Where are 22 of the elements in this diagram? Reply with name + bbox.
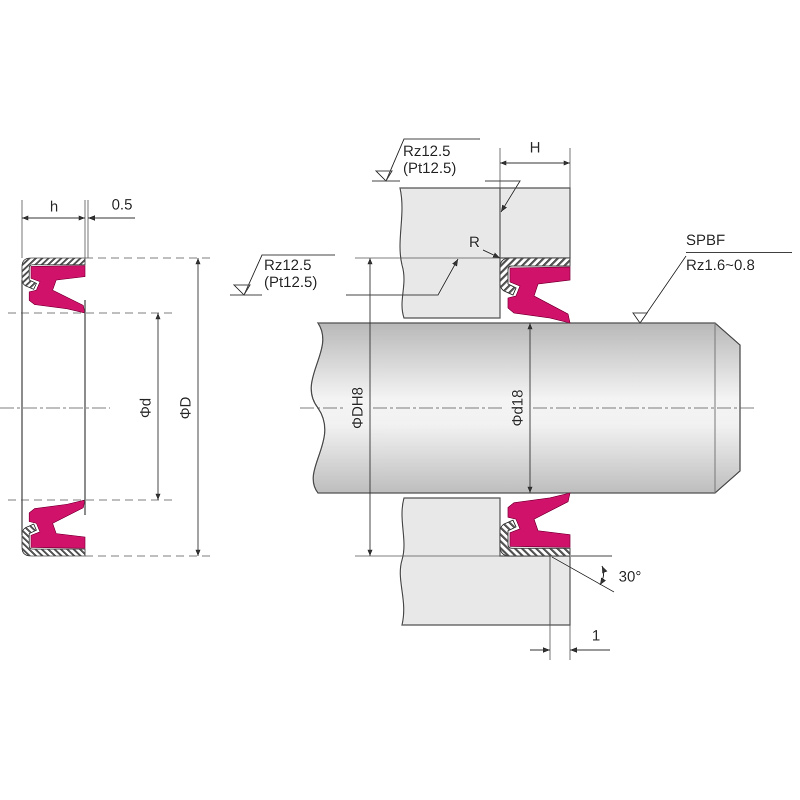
- dimension-label: Φd18: [510, 390, 526, 426]
- leader-line: [346, 258, 458, 296]
- annotation-text: Rz12.5: [264, 257, 313, 274]
- dimension-label: Φd: [138, 398, 154, 418]
- leader-line: [484, 180, 521, 212]
- dimension-label: 1: [592, 628, 600, 644]
- dimension-label: H: [530, 140, 540, 156]
- housing-face-line: [499, 188, 501, 258]
- leader-line: [482, 250, 500, 258]
- annotation-text: Rz1.6~0.8: [686, 257, 756, 274]
- annotation-text: Rz12.5: [403, 143, 452, 160]
- dimension-label: 30°: [618, 568, 642, 586]
- leader-line: [632, 256, 686, 324]
- shaft-drawing: [310, 322, 741, 494]
- dimension-label: h: [50, 198, 58, 216]
- annotation-text: SPBF: [686, 232, 792, 253]
- dimension-label: ΦD: [178, 396, 194, 420]
- annotation-text: (Pt12.5): [264, 274, 318, 291]
- annotation-text: (Pt12.5): [403, 160, 458, 177]
- dimension-label: ΦDH8: [350, 387, 366, 429]
- annotation-text: R: [469, 234, 481, 251]
- dimension-label: 0.5: [112, 196, 132, 214]
